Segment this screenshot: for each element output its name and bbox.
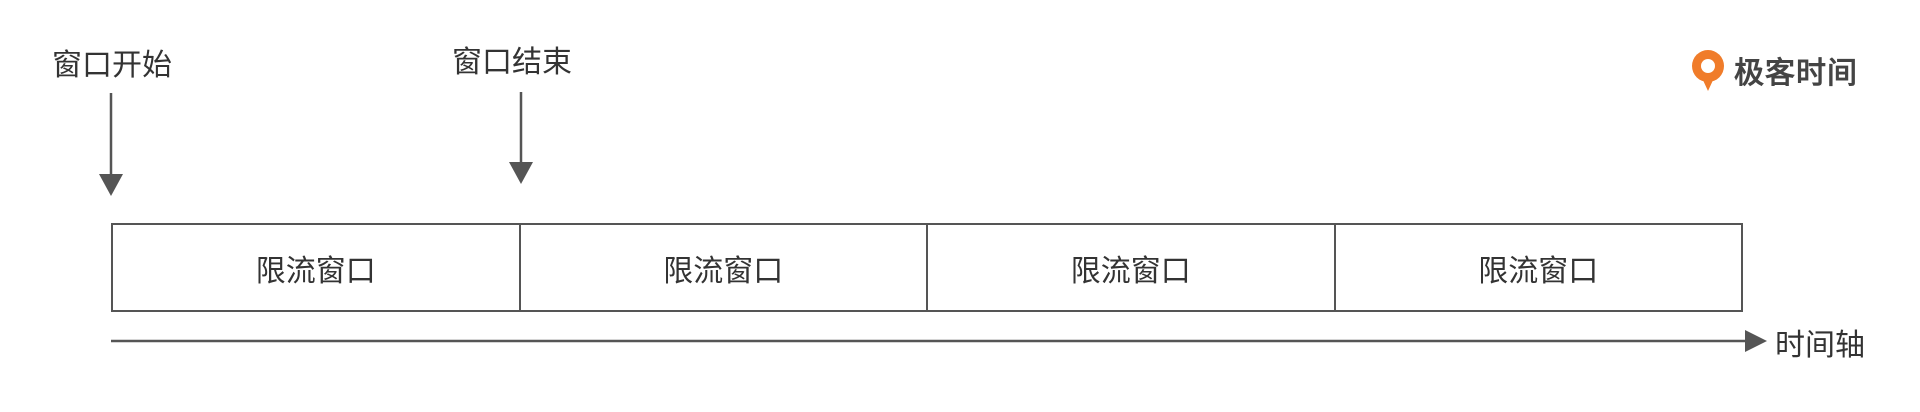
brand-logo: 极客时间 [1688, 48, 1858, 92]
rate-limit-window-row: 限流窗口 限流窗口 限流窗口 限流窗口 [111, 223, 1743, 312]
window-end-label: 窗口结束 [452, 45, 572, 80]
geektime-logo-icon [1692, 50, 1724, 91]
rate-limit-window-1: 限流窗口 [255, 253, 376, 289]
rate-limit-window-4: 限流窗口 [1333, 225, 1742, 310]
brand-name: 极客时间 [1734, 56, 1858, 91]
time-axis-arrow [111, 330, 1767, 352]
window-start-label: 窗口开始 [52, 48, 172, 83]
window-end-arrow [509, 92, 533, 184]
time-axis-label: 时间轴 [1775, 328, 1865, 363]
rate-limit-window-3: 限流窗口 [926, 225, 1334, 310]
window-start-arrow [99, 93, 123, 196]
rate-limit-window-2: 限流窗口 [518, 225, 927, 310]
